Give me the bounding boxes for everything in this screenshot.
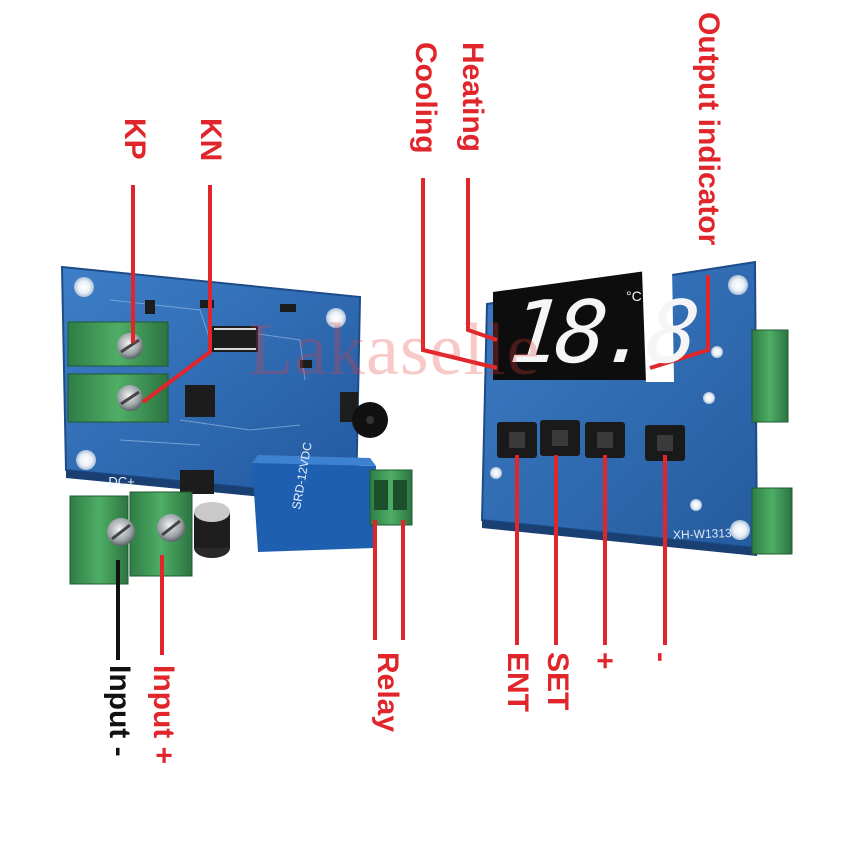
label-relay: Relay bbox=[371, 652, 404, 733]
relay-terminal-block bbox=[369, 469, 413, 526]
label-set: SET bbox=[541, 652, 574, 711]
push-buttons bbox=[497, 420, 685, 461]
label-heating: Heating bbox=[456, 42, 489, 153]
kp-kn-terminal-block bbox=[67, 321, 169, 423]
watermark: Lakaselle bbox=[248, 309, 541, 391]
capacitor bbox=[194, 502, 230, 558]
label-kn: KN bbox=[194, 118, 227, 162]
label-input-minus: Input - bbox=[103, 665, 136, 757]
model-code: XH-W1313 bbox=[672, 525, 732, 543]
label-minus: - bbox=[645, 652, 678, 662]
label-input-plus: Input + bbox=[147, 665, 180, 765]
power-input-terminal-block bbox=[69, 491, 193, 585]
dc-marking: -DC+ bbox=[104, 474, 135, 489]
right-board bbox=[480, 260, 793, 556]
label-ent: ENT bbox=[501, 652, 534, 712]
relay-component: SRD-12VDC bbox=[252, 441, 376, 552]
label-output-indicator: Output indicator bbox=[692, 12, 725, 246]
label-kp: KP bbox=[118, 118, 151, 160]
left-board: SRD-12VDC bbox=[60, 265, 413, 585]
led-display bbox=[493, 266, 674, 382]
callout-lines bbox=[131, 178, 710, 655]
label-plus: + bbox=[588, 652, 621, 670]
display-unit: °C bbox=[626, 288, 642, 304]
label-cooling: Cooling bbox=[409, 42, 442, 154]
